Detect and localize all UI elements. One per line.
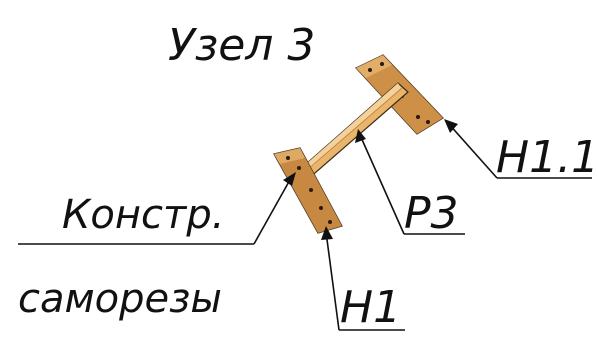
- leader-h1: [321, 226, 405, 331]
- label-samorezy: саморезы: [18, 276, 222, 322]
- label-h1: Н1: [340, 282, 401, 333]
- diagram-title: Узел 3: [168, 20, 315, 71]
- label-h1-1: Н1.1: [496, 132, 598, 183]
- label-konstr: Констр.: [62, 192, 224, 238]
- plate-h1: [273, 147, 343, 234]
- leader-h1-1: [444, 119, 592, 179]
- beam-r3: [296, 82, 409, 181]
- leader-r3: [355, 129, 465, 235]
- label-r3: Р3: [404, 188, 459, 239]
- leader-screws: [18, 172, 296, 245]
